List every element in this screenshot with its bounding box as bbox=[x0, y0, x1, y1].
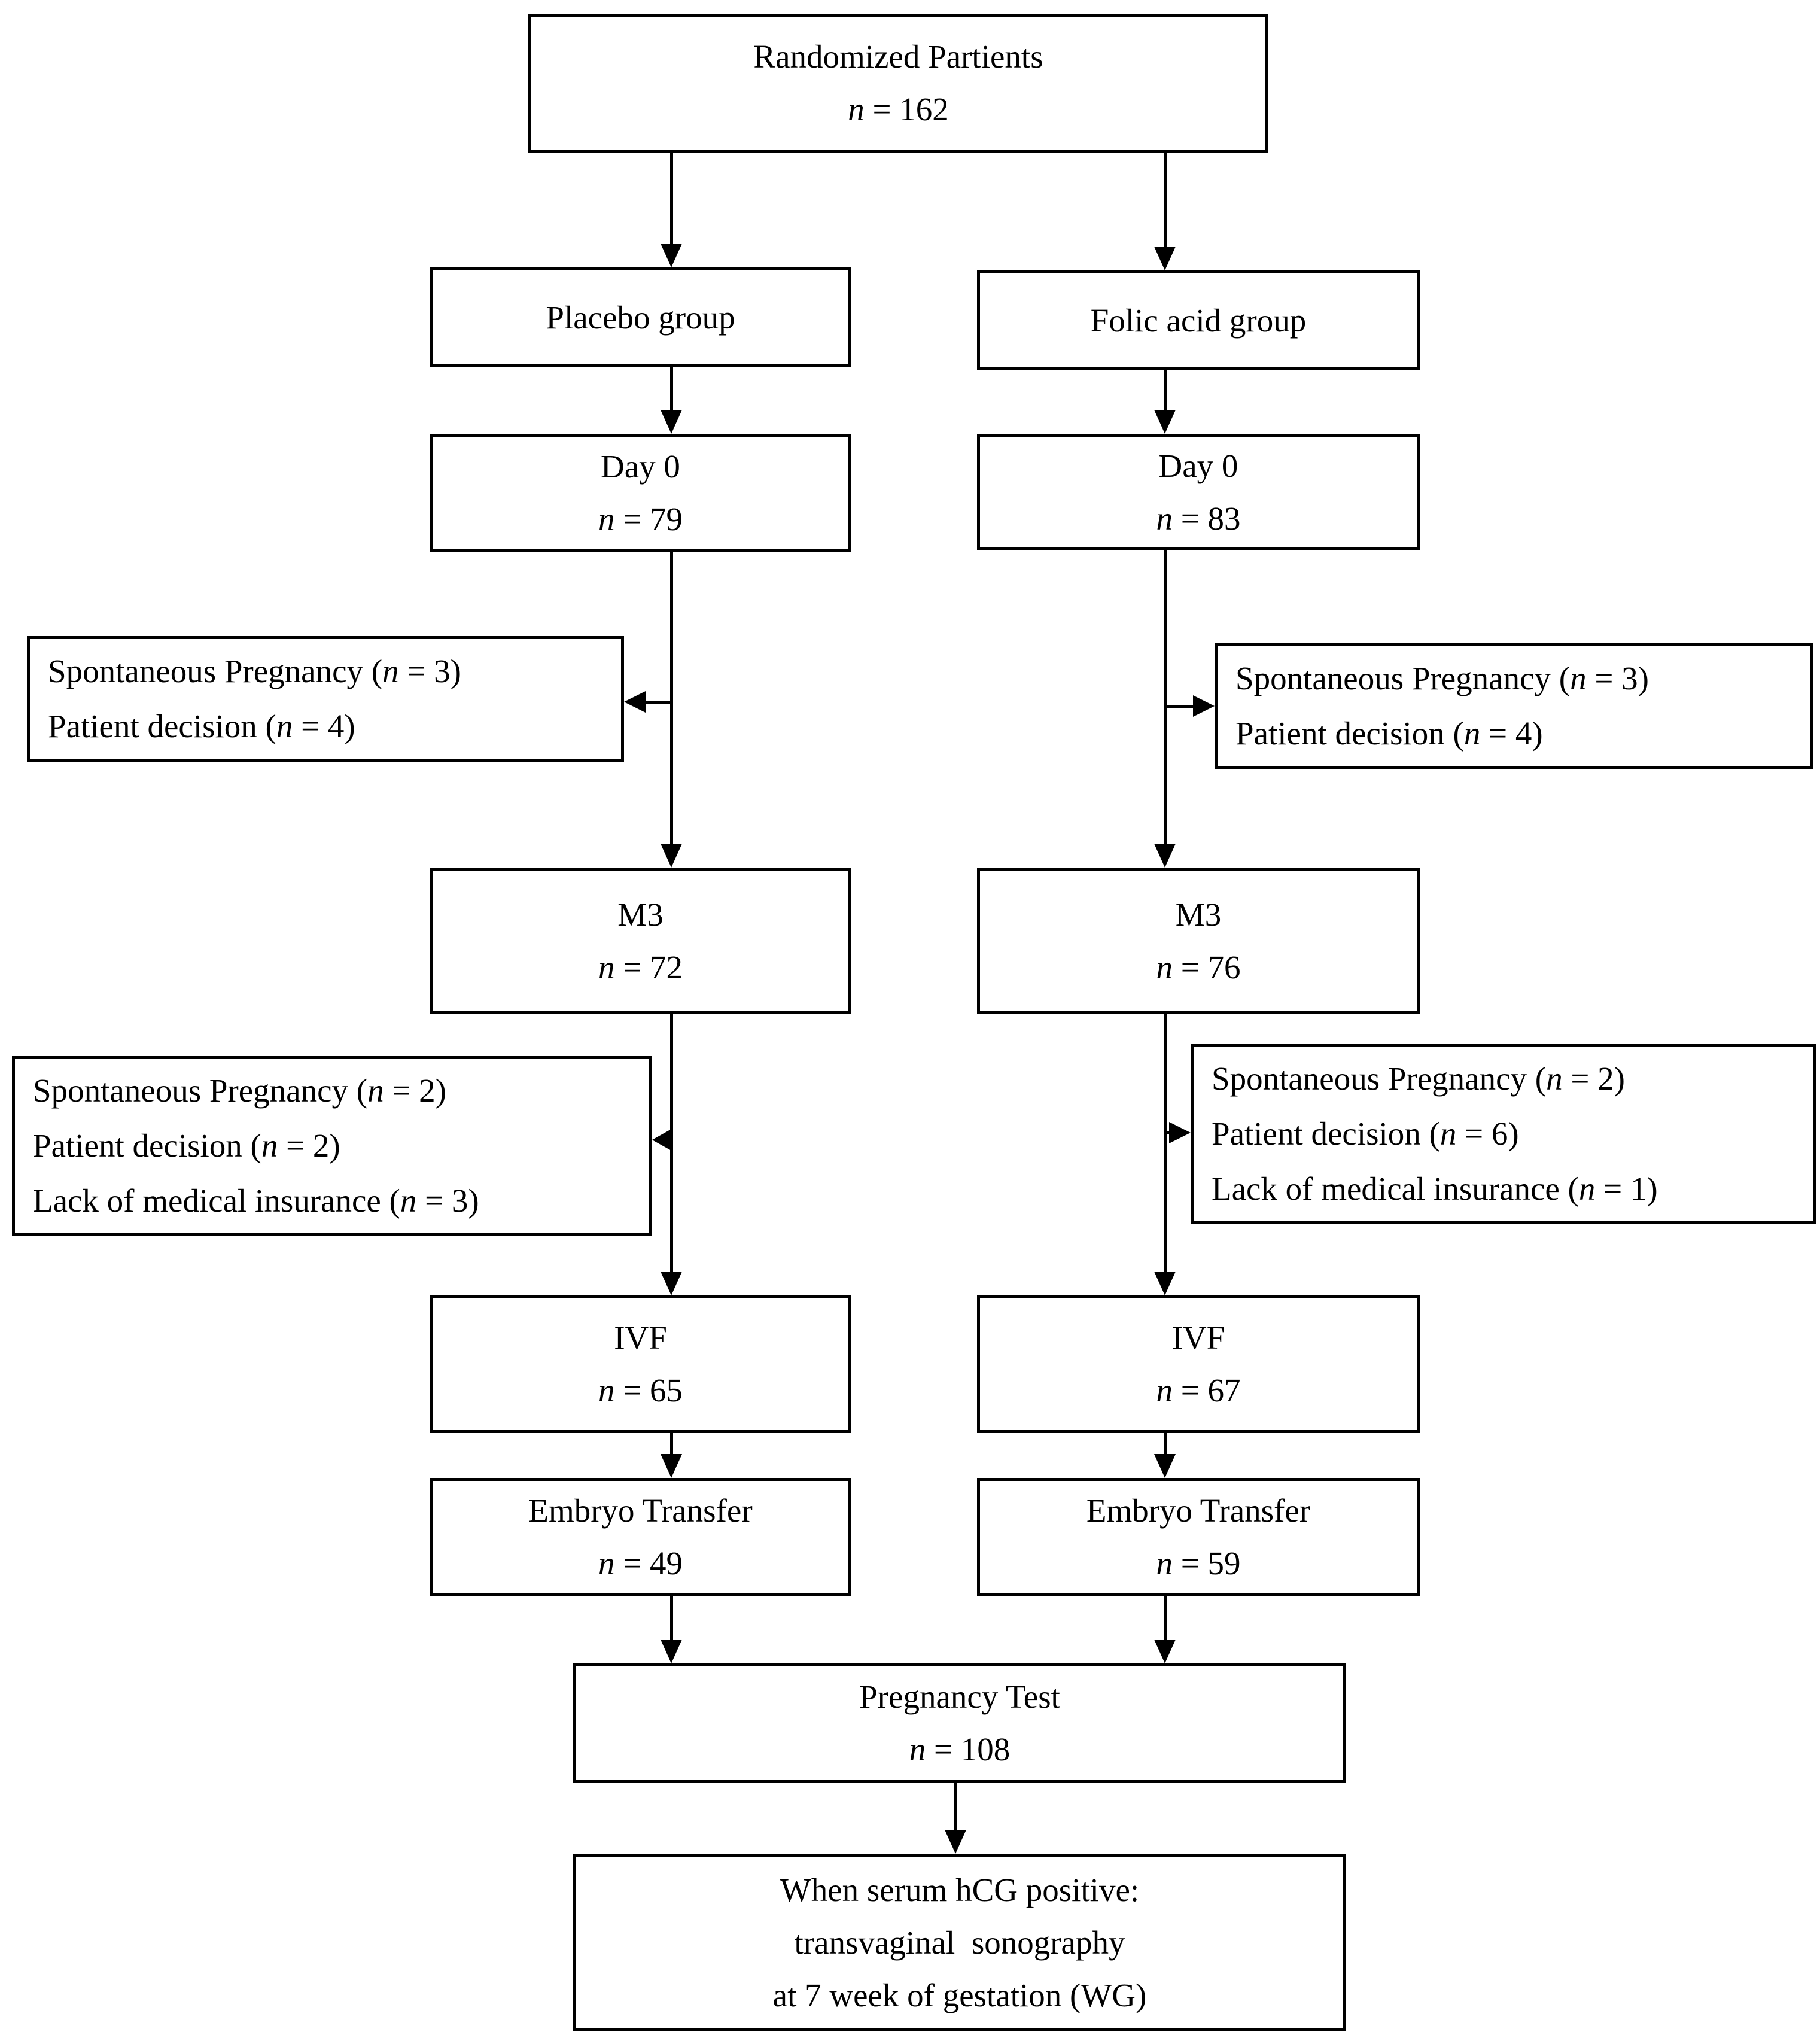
box-text-line: n = 49 bbox=[598, 1544, 683, 1581]
box-text-line: n = 108 bbox=[909, 1730, 1011, 1768]
arrowhead-randomized-to-placebo bbox=[661, 244, 682, 267]
connector-ivf-to-embryo-placebo bbox=[670, 1433, 673, 1454]
box-text-line: n = 67 bbox=[1156, 1372, 1241, 1409]
box-text-line: Patient decision (n = 2) bbox=[33, 1127, 340, 1164]
arrowhead-embryo-to-pregnancy-folic bbox=[1154, 1640, 1176, 1663]
connector-embryo-to-pregnancy-placebo bbox=[670, 1596, 673, 1640]
box-text-line: IVF bbox=[614, 1319, 667, 1356]
connector-folic-to-day0 bbox=[1164, 370, 1167, 410]
box-text-line: Day 0 bbox=[1158, 447, 1238, 484]
box-dropout1-folic: Spontaneous Pregnancy (n = 3) Patient dec… bbox=[1215, 643, 1813, 769]
box-text-line: Lack of medical insurance (n = 3) bbox=[33, 1182, 479, 1219]
connector-m3-to-ivf-placebo bbox=[670, 1014, 673, 1272]
box-text-line: Spontaneous Pregnancy (n = 3) bbox=[48, 653, 461, 689]
arrowhead-embryo-to-pregnancy-placebo bbox=[661, 1640, 682, 1663]
box-text-line: transvaginal sonography bbox=[794, 1924, 1125, 1961]
box-randomized-patients: Randomized Partients n = 162 bbox=[528, 14, 1268, 153]
box-text-line: n = 59 bbox=[1156, 1544, 1241, 1581]
box-embryo-transfer-folic: Embryo Transfer n = 59 bbox=[977, 1478, 1420, 1596]
arrowhead-dropout2-folic bbox=[1169, 1122, 1191, 1143]
box-text-line: Folic acid group bbox=[1090, 302, 1307, 339]
box-text-line: When serum hCG positive: bbox=[780, 1871, 1140, 1908]
connector-placebo-to-day0 bbox=[670, 367, 673, 410]
box-text-line: Randomized Partients bbox=[753, 38, 1043, 75]
arrowhead-pregnancy-to-sonography bbox=[945, 1830, 966, 1854]
box-ivf-folic: IVF n = 67 bbox=[977, 1295, 1420, 1433]
box-m3-placebo: M3 n = 72 bbox=[430, 868, 851, 1014]
box-text-line: Placebo group bbox=[546, 299, 735, 336]
connector-randomized-to-placebo bbox=[670, 153, 673, 244]
connector-embryo-to-pregnancy-folic bbox=[1164, 1596, 1167, 1640]
box-text-line: M3 bbox=[1175, 896, 1222, 933]
box-folic-acid-group: Folic acid group bbox=[977, 270, 1420, 370]
connector-m3-to-ivf-folic bbox=[1164, 1014, 1167, 1272]
branch-dropout1-folic bbox=[1165, 705, 1193, 708]
arrowhead-ivf-to-embryo-folic bbox=[1154, 1454, 1176, 1478]
arrowhead-folic-to-day0 bbox=[1154, 410, 1176, 434]
box-text-line: Spontaneous Pregnancy (n = 2) bbox=[1212, 1060, 1625, 1097]
arrowhead-dropout2-placebo bbox=[652, 1129, 671, 1151]
box-text-line: M3 bbox=[617, 896, 664, 933]
box-text-line: IVF bbox=[1171, 1319, 1225, 1356]
connector-pregnancy-to-sonography bbox=[954, 1783, 957, 1830]
box-dropout2-folic: Spontaneous Pregnancy (n = 2) Patient dec… bbox=[1191, 1044, 1816, 1224]
box-text-line: n = 83 bbox=[1156, 500, 1241, 537]
box-text-line: Patient decision (n = 4) bbox=[48, 708, 355, 744]
arrowhead-placebo-to-day0 bbox=[661, 410, 682, 434]
connector-ivf-to-embryo-folic bbox=[1164, 1433, 1167, 1454]
box-placebo-group: Placebo group bbox=[430, 267, 851, 367]
box-dropout2-placebo: Spontaneous Pregnancy (n = 2) Patient dec… bbox=[12, 1056, 652, 1236]
arrowhead-day0-to-m3-placebo bbox=[661, 844, 682, 868]
box-sonography: When serum hCG positive: transvaginal son… bbox=[573, 1854, 1346, 2031]
connector-day0-to-m3-folic bbox=[1164, 550, 1167, 844]
branch-dropout2-folic bbox=[1165, 1132, 1172, 1134]
arrowhead-dropout1-folic bbox=[1193, 695, 1215, 717]
connector-randomized-to-folic bbox=[1164, 153, 1167, 247]
arrowhead-randomized-to-folic bbox=[1154, 247, 1176, 270]
box-ivf-placebo: IVF n = 65 bbox=[430, 1295, 851, 1433]
connector-day0-to-m3-placebo bbox=[670, 552, 673, 844]
branch-dropout1-placebo bbox=[646, 701, 671, 704]
box-text-line: n = 65 bbox=[598, 1372, 683, 1409]
box-text-line: n = 72 bbox=[598, 948, 683, 986]
box-text-line: Lack of medical insurance (n = 1) bbox=[1212, 1170, 1658, 1207]
box-text-line: Day 0 bbox=[601, 448, 680, 485]
box-dropout1-placebo: Spontaneous Pregnancy (n = 3) Patient dec… bbox=[27, 636, 624, 762]
box-m3-folic: M3 n = 76 bbox=[977, 868, 1420, 1014]
box-pregnancy-test: Pregnancy Test n = 108 bbox=[573, 1663, 1346, 1783]
arrowhead-m3-to-ivf-placebo bbox=[661, 1272, 682, 1295]
arrowhead-ivf-to-embryo-placebo bbox=[661, 1454, 682, 1478]
box-text-line: Spontaneous Pregnancy (n = 3) bbox=[1235, 660, 1649, 696]
box-text-line: at 7 week of gestation (WG) bbox=[772, 1976, 1147, 2013]
box-text-line: n = 79 bbox=[598, 500, 683, 537]
box-text-line: Pregnancy Test bbox=[859, 1678, 1060, 1715]
box-text-line: Patient decision (n = 4) bbox=[1235, 715, 1543, 752]
arrowhead-day0-to-m3-folic bbox=[1154, 844, 1176, 868]
box-embryo-transfer-placebo: Embryo Transfer n = 49 bbox=[430, 1478, 851, 1596]
box-text-line: Spontaneous Pregnancy (n = 2) bbox=[33, 1072, 446, 1109]
arrowhead-dropout1-placebo bbox=[624, 691, 646, 713]
box-day0-folic: Day 0 n = 83 bbox=[977, 434, 1420, 550]
box-day0-placebo: Day 0 n = 79 bbox=[430, 434, 851, 552]
box-text-line: Embryo Transfer bbox=[1086, 1492, 1311, 1529]
box-text-line: Patient decision (n = 6) bbox=[1212, 1115, 1519, 1152]
arrowhead-m3-to-ivf-folic bbox=[1154, 1272, 1176, 1295]
box-text-line: Embryo Transfer bbox=[528, 1492, 753, 1529]
box-text-line: n = 162 bbox=[848, 91, 949, 127]
box-text-line: n = 76 bbox=[1156, 948, 1241, 986]
